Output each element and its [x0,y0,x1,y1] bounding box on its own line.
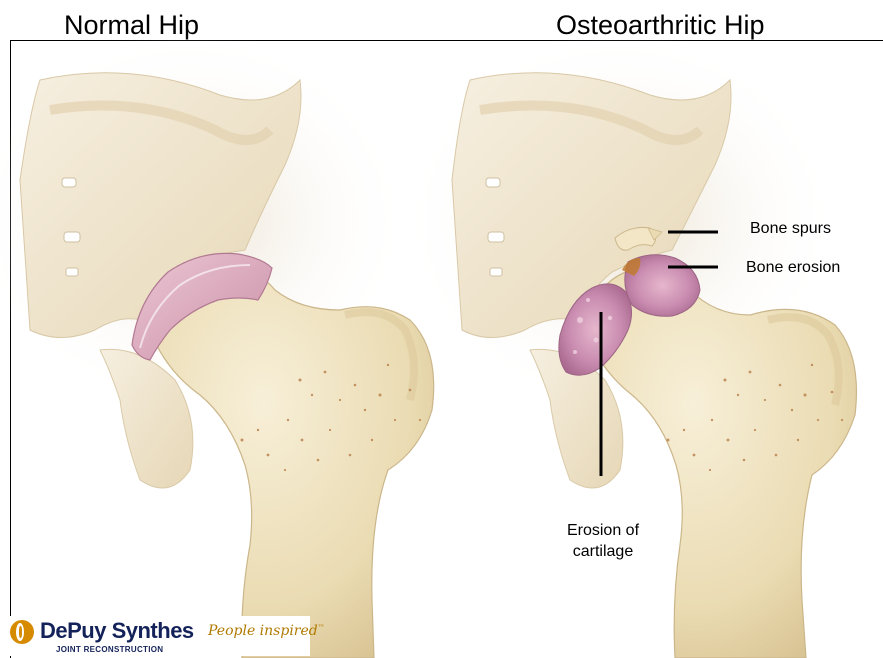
brand-tagline: People inspired™ [208,623,325,639]
bone-erosion-label: Bone erosion [746,257,840,278]
osteoarthritic-hip-illustration [400,30,856,658]
brand-name: DePuy Synthes [40,618,194,644]
bone-spurs-label: Bone spurs [750,218,831,239]
cartilage-erosion-label-line2: cartilage [548,541,658,562]
depuy-synthes-mark-icon [10,620,34,644]
brand-tagline-text: People inspired [208,623,318,639]
normal-hip-illustration [0,30,434,658]
normal-femur [150,264,434,658]
depuy-synthes-logo: DePuy Synthes People inspired™ JOINT REC… [8,616,310,656]
trademark-symbol: ™ [318,623,325,631]
cartilage-erosion-label: Erosion of cartilage [548,520,658,562]
brand-subline: JOINT RECONSTRUCTION [56,645,163,654]
cartilage-erosion-label-line1: Erosion of [548,520,658,541]
